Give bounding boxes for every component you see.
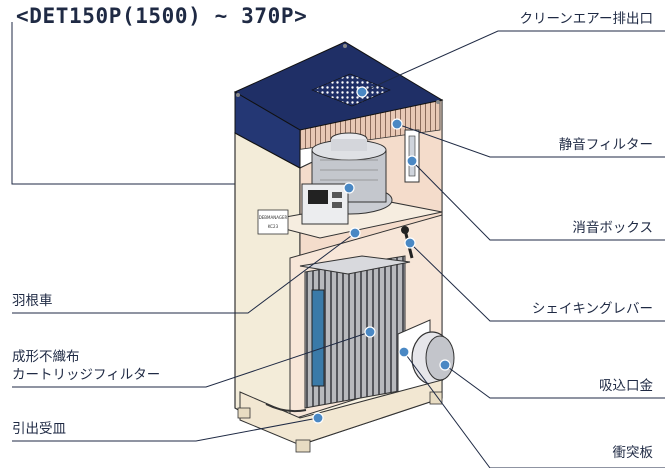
label-silencer-filter: 静音フィルター — [558, 137, 653, 153]
roof-bolt-2 — [236, 93, 240, 97]
marker-silencer-box — [406, 155, 418, 167]
control-button-2 — [332, 202, 342, 208]
leader-lines — [12, 30, 665, 468]
control-display — [308, 190, 328, 204]
leader-cartridge-filter — [12, 331, 371, 388]
marker-shaking-lever — [404, 237, 416, 249]
marker-suction-inlet — [439, 359, 451, 371]
nameplate-text-1: DEBMANAGER — [259, 215, 288, 220]
roof-bolt-1 — [343, 44, 347, 48]
marker-drawer-tray — [312, 412, 324, 424]
marker-silencer-filter — [391, 118, 403, 130]
shaking-lever-knob — [401, 226, 409, 234]
model-title: <DET150P(1500) ~ 370P> — [16, 4, 308, 28]
foot-left — [237, 407, 251, 419]
cartridge-filter-top — [299, 255, 411, 275]
label-drawer-tray: 引出受皿 — [12, 421, 66, 437]
label-silencer-box: 消音ボックス — [572, 220, 653, 236]
motor-neck — [331, 139, 367, 151]
control-button-1 — [332, 192, 342, 198]
outlet-grille — [311, 73, 391, 107]
label-clean-air-outlet: クリーンエアー排出口 — [519, 11, 653, 27]
label-cartridge-filter-line2: カートリッジフィルター — [12, 367, 161, 383]
filter-window — [311, 289, 325, 387]
label-suction-inlet: 吸込口金 — [599, 378, 653, 394]
label-baffle-plate: 衝突板 — [612, 445, 654, 461]
leader-silencer-filter — [396, 123, 665, 158]
leader-silencer-box — [411, 160, 665, 241]
leader-impeller — [12, 232, 356, 314]
title-leader-line — [11, 22, 252, 185]
leader-drawer-tray — [12, 417, 319, 442]
marker-clean-air-outlet — [356, 86, 368, 98]
nameplate-text-2: KC23 — [268, 224, 279, 229]
leader-baffle-plate — [403, 351, 665, 468]
leader-suction-inlet — [444, 364, 665, 399]
label-impeller: 羽根車 — [12, 293, 53, 309]
roof-bolt-3 — [436, 100, 440, 104]
suction-inlet-rim — [425, 335, 455, 381]
roof-left-face — [234, 91, 301, 169]
marker-blower — [343, 182, 355, 194]
marker-cartridge-filter — [364, 326, 376, 338]
label-cartridge-filter-line1: 成形不織布 — [12, 349, 80, 365]
markers — [312, 86, 451, 424]
leader-shaking-lever — [409, 242, 665, 322]
marker-baffle-plate — [398, 346, 410, 358]
leader-clean-air-outlet — [361, 30, 665, 93]
foot-right — [429, 391, 443, 405]
nameplate — [257, 209, 289, 235]
drawer-handle — [265, 403, 307, 413]
label-shaking-lever: シェイキングレバー — [531, 301, 653, 317]
marker-impeller — [349, 227, 361, 239]
foot-center — [295, 439, 311, 453]
